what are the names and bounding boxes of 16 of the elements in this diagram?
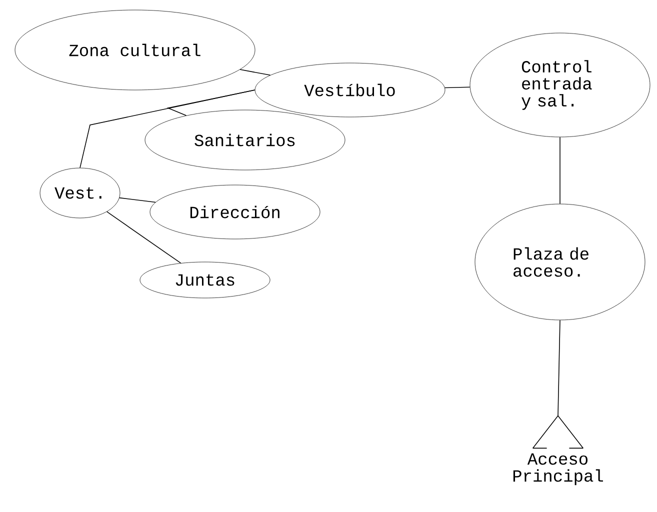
connector-line bbox=[166, 90, 256, 116]
ellipse-node: Control entrada y sal. bbox=[470, 32, 650, 138]
ellipse-node: Juntas bbox=[140, 262, 270, 298]
ellipse-node: Dirección bbox=[150, 184, 320, 240]
ellipse-node: Zona cultural bbox=[14, 10, 256, 90]
entrance-label: Acceso Principal bbox=[513, 453, 603, 486]
connector-line bbox=[558, 320, 560, 416]
ellipse-node: Plaza de acceso. bbox=[474, 204, 646, 320]
entrance-symbol bbox=[532, 415, 584, 449]
connector-line bbox=[106, 211, 182, 264]
connector-line bbox=[119, 197, 156, 203]
connector-line bbox=[444, 86, 470, 88]
ellipse-node: Vestíbulo bbox=[254, 62, 446, 118]
ellipse-node: Sanitarios bbox=[144, 110, 346, 170]
connector-line bbox=[240, 69, 271, 76]
ellipse-node: Vest. bbox=[40, 168, 120, 218]
